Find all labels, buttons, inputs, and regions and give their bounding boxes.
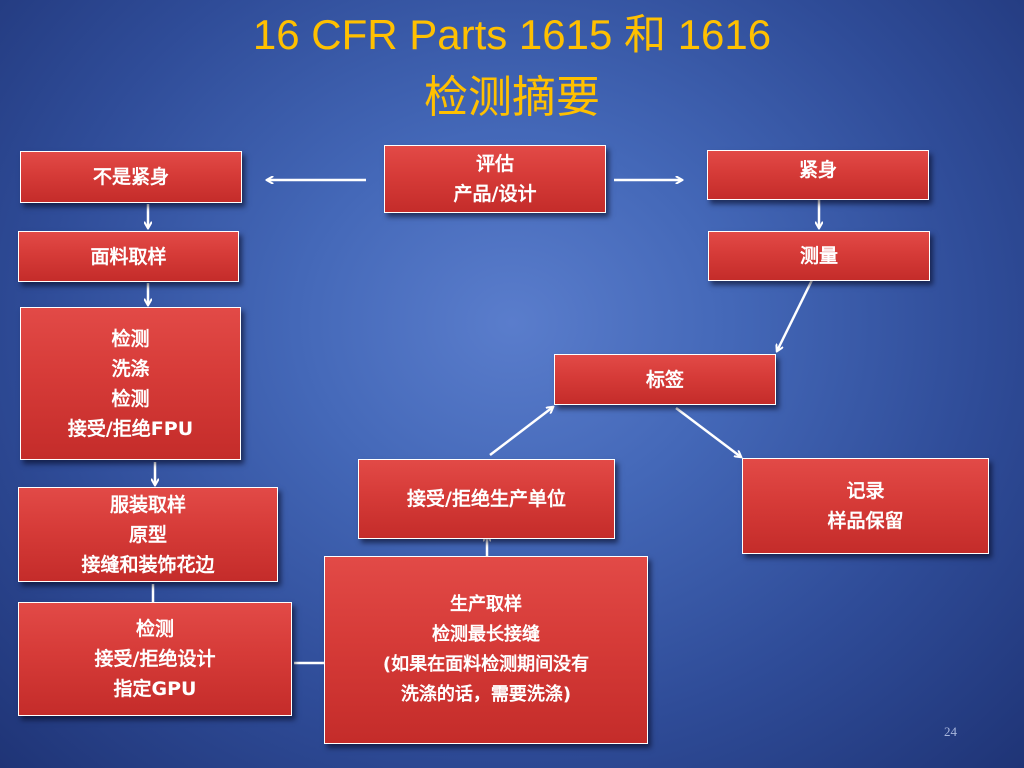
node-garment-sampling: 服装取样 原型 接缝和装饰花边 (18, 487, 278, 582)
node-fabric-test-line-2: 洗涤 (111, 357, 150, 380)
node-production-sampling-line-4: 洗涤的话，需要洗涤) (400, 684, 572, 705)
node-evaluate: 评估 产品/设计 (384, 145, 606, 213)
page-number: 24 (944, 724, 957, 739)
node-label: 标签 (554, 354, 776, 405)
arrow-label-to-record (675, 407, 741, 457)
node-fabric-test: 检测 洗涤 检测 接受/拒绝FPU (20, 307, 241, 460)
node-evaluate-line-1: 评估 (475, 153, 514, 175)
node-fabric-test-line-1: 检测 (111, 327, 150, 350)
node-production-sampling-line-3: (如果在面料检测期间没有 (382, 654, 590, 675)
node-evaluate-line-2: 产品/设计 (453, 183, 537, 205)
node-garment-test-line-1: 检测 (135, 618, 174, 640)
node-not-tight: 不是紧身 (20, 151, 242, 203)
node-accept-reject-unit: 接受/拒绝生产单位 (358, 459, 615, 539)
node-record-line-2: 样品保留 (827, 510, 904, 532)
node-garment-sampling-line-1: 服装取样 (109, 493, 186, 516)
node-not-tight-line-1: 不是紧身 (92, 166, 169, 188)
node-production-sampling-line-2: 检测最长接缝 (432, 624, 540, 645)
node-record: 记录 样品保留 (742, 458, 989, 554)
arrow-measure-to-label (777, 273, 817, 351)
node-tight-line-1: 紧身 (798, 159, 837, 181)
node-fabric-sampling-line-1: 面料取样 (90, 245, 167, 268)
node-garment-test-line-3: 指定GPU (113, 678, 197, 700)
node-tight: 紧身 (707, 150, 929, 200)
node-record-line-1: 记录 (846, 480, 885, 502)
slide-title: 16 CFR Parts 1615 和 1616 (252, 11, 772, 58)
slide-subtitle: 检测摘要 (424, 72, 600, 123)
node-fabric-test-line-3: 检测 (111, 387, 150, 410)
node-fabric-sampling: 面料取样 (18, 231, 239, 282)
node-label-line-1: 标签 (645, 368, 684, 391)
node-measure: 测量 (708, 231, 930, 281)
node-production-sampling: 生产取样 检测最长接缝 (如果在面料检测期间没有 洗涤的话，需要洗涤) (324, 556, 648, 744)
node-garment-test-line-2: 接受/拒绝设计 (94, 648, 216, 670)
node-garment-sampling-line-2: 原型 (128, 523, 167, 546)
node-accept-reject-unit-line-1: 接受/拒绝生产单位 (407, 488, 566, 510)
node-garment-test: 检测 接受/拒绝设计 指定GPU (18, 602, 292, 716)
node-measure-line-1: 测量 (799, 245, 838, 267)
node-production-sampling-line-1: 生产取样 (450, 594, 522, 615)
node-garment-sampling-line-3: 接缝和装饰花边 (81, 553, 215, 576)
arrow-accept-reject-to-label (489, 407, 553, 456)
node-fabric-test-line-4: 接受/拒绝FPU (67, 417, 194, 440)
